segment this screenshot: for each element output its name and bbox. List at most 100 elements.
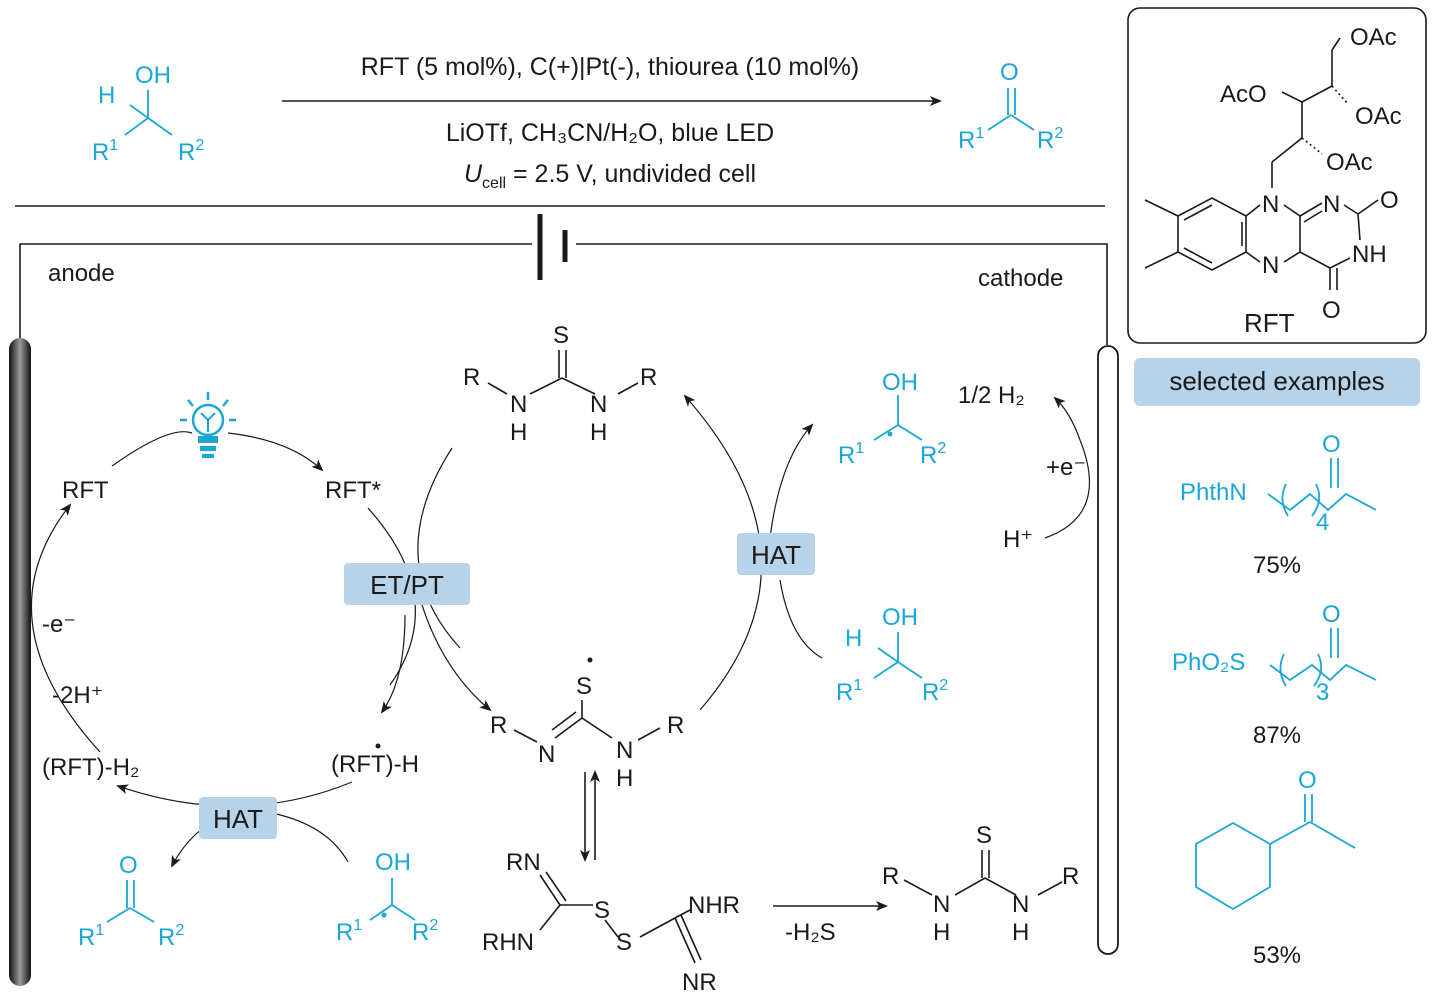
example-1: PhthN O 4 75% [1180,431,1377,579]
et-pt-box [344,563,470,605]
cathode-electrode [1097,345,1119,955]
svg-text:H: H [845,625,862,652]
svg-text:OAc: OAc [1355,103,1402,130]
svg-text:O: O [119,852,138,879]
reactant-alcohol: OH H R1 R2 [92,62,204,166]
minus-2h-label: -2H⁺ [52,682,103,709]
example-2: PhO₂S O 3 87% [1172,601,1377,749]
svg-text:S: S [576,673,592,700]
rft-excited-label: RFT* [325,477,381,504]
half-h2-label: 1/2 H₂ [958,382,1025,409]
cathode-label: cathode [978,265,1063,292]
svg-text:O: O [1322,297,1341,324]
svg-text:N: N [1262,191,1279,218]
svg-text:RHN: RHN [482,929,534,956]
thiourea-bottom: S R R N H N H [882,822,1079,946]
thiourea-top: S R R N H N H [463,322,657,446]
svg-text:OH: OH [882,369,918,396]
svg-text:PhO₂S: PhO₂S [1172,649,1245,676]
oh-label: OH [135,62,171,89]
rft-structure-box [1127,7,1427,344]
plus-e-label: +e⁻ [1046,454,1086,481]
ketyl-radical-right: OH R1 R2 [838,369,946,469]
svg-text:NH: NH [1352,241,1387,268]
alcohol-substrate-right: OH H R1 R2 [836,604,948,706]
svg-text:H: H [510,419,527,446]
hat-lower-label: HAT [213,804,263,834]
svg-text:N: N [1323,191,1340,218]
svg-text:R1: R1 [78,922,104,951]
yield-2: 87% [1253,722,1301,749]
conditions-voltage: Ucell = 2.5 V, undivided cell [464,160,756,192]
svg-text:4: 4 [1316,509,1329,536]
thiyl-radical: S R R N N H [490,657,684,792]
svg-text:N: N [538,741,555,768]
svg-text:PhthN: PhthN [1180,479,1247,506]
examples-header-box [1134,358,1420,406]
r1-label: R1 [92,137,118,166]
svg-text:R2: R2 [920,440,946,469]
rft-label: RFT [1244,308,1295,338]
anode-electrode [9,338,31,986]
et-pt-label: ET/PT [370,570,444,600]
ketyl-radical-left: OH R1 R2 [336,849,438,946]
minus-e-label: -e⁻ [42,611,76,638]
svg-text:H: H [616,765,633,792]
svg-text:N: N [1262,252,1279,279]
svg-text:O: O [1322,431,1341,458]
rft-h-label: (RFT)-H [331,751,419,778]
conditions-mid: LiOTf, CH₃CN/H₂O, blue LED [446,119,774,147]
o-label: O [1000,59,1019,86]
svg-text:S: S [976,822,992,849]
svg-text:RN: RN [506,849,541,876]
h-label: H [98,82,115,109]
svg-text:R: R [490,712,507,739]
svg-text:OH: OH [882,604,918,631]
anode-label: anode [48,260,115,287]
svg-text:NHR: NHR [688,892,740,919]
yield-1: 75% [1253,552,1301,579]
minus-h2s-label: -H₂S [785,919,836,946]
svg-text:S: S [594,897,610,924]
svg-text:R1: R1 [838,440,864,469]
svg-text:O: O [1298,767,1317,794]
svg-text:OH: OH [375,849,411,876]
hat-upper-label: HAT [751,540,801,570]
svg-text:R: R [1062,863,1079,890]
cell-circuit [19,214,1108,345]
svg-text:R: R [882,863,899,890]
rft-h2-label: (RFT)-H₂ [42,754,139,781]
yield-3: 53% [1253,942,1301,969]
disulfide: RN RHN S S NHR NR [482,849,740,996]
ketone-product-left: OH O R1 R2 [78,852,184,951]
svg-text:N: N [510,391,527,418]
svg-text:AcO: AcO [1220,81,1267,108]
svg-text:3: 3 [1316,679,1329,706]
examples-header: selected examples [1169,366,1384,396]
svg-text:R2: R2 [158,922,184,951]
svg-text:N: N [933,891,950,918]
svg-text:N: N [616,737,633,764]
svg-text:R: R [463,364,480,391]
product-ketone: O R1 R2 [958,59,1063,154]
svg-text:H: H [590,419,607,446]
svg-text:O: O [1322,601,1341,628]
svg-text:N: N [590,391,607,418]
r1-label: R1 [958,125,984,154]
svg-text:R1: R1 [836,677,862,706]
h-plus-label: H⁺ [1003,526,1033,553]
svg-text:R2: R2 [922,677,948,706]
rft-structure: OAc AcO OAc OAc N N N O NH O RFT [1144,24,1402,338]
svg-text:R: R [667,712,684,739]
svg-text:OAc: OAc [1326,149,1373,176]
svg-text:N: N [1012,891,1029,918]
svg-text:R2: R2 [412,917,438,946]
svg-text:R1: R1 [336,917,362,946]
hat-lower-box [199,797,277,839]
hat-upper-box [737,533,815,575]
svg-text:O: O [1380,187,1399,214]
svg-text:S: S [553,322,569,349]
r2-label: R2 [1037,125,1063,154]
battery-icon [537,214,568,280]
